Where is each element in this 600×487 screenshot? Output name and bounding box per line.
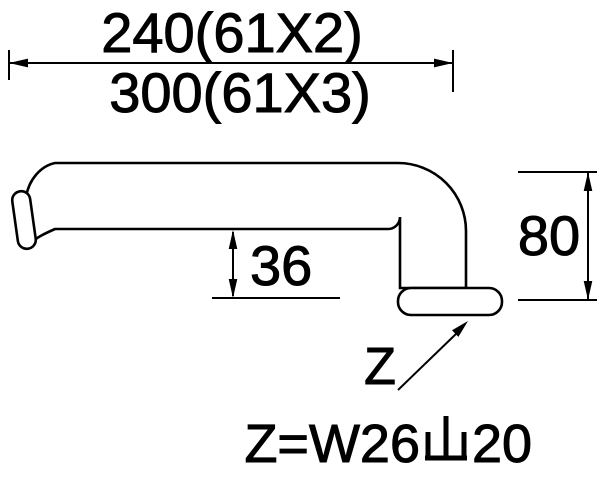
arrowhead-up-icon xyxy=(583,172,593,191)
thread-spec-prefix: Z=W26 xyxy=(244,414,420,474)
thread-pointer-label: Z xyxy=(364,338,396,396)
dimension-top-lengths: 240(61X2) 300(61X3) xyxy=(8,1,454,125)
connection-nut xyxy=(396,286,504,317)
arrowhead-left-icon xyxy=(9,58,28,68)
leader-arrowhead-icon xyxy=(452,321,468,337)
thread-pointer: Z xyxy=(364,321,468,397)
leader-line xyxy=(397,331,459,391)
arrowhead-up-icon xyxy=(228,230,238,249)
arrowhead-right-icon xyxy=(434,58,453,68)
dimension-label-36: 36 xyxy=(250,234,312,297)
thread-spec-suffix: 20 xyxy=(472,414,532,474)
kanji-yama-glyph xyxy=(425,416,467,461)
dimension-label-80: 80 xyxy=(518,204,580,267)
dimension-label-240: 240(61X2) xyxy=(101,1,363,64)
dimension-label-300: 300(61X3) xyxy=(109,61,371,124)
dimension-bend-height: 80 xyxy=(517,171,597,301)
arrowhead-down-icon xyxy=(228,279,238,298)
arrowhead-down-icon xyxy=(583,281,593,300)
spout-tip-flange xyxy=(10,189,38,251)
thread-spec: Z=W26 20 xyxy=(244,414,533,475)
pipe-body xyxy=(10,161,504,317)
dimension-tip-height: 36 xyxy=(212,230,340,299)
pipe-outline xyxy=(24,161,468,290)
drawing-root: 240(61X2) 300(61X3) 36 xyxy=(8,1,597,475)
